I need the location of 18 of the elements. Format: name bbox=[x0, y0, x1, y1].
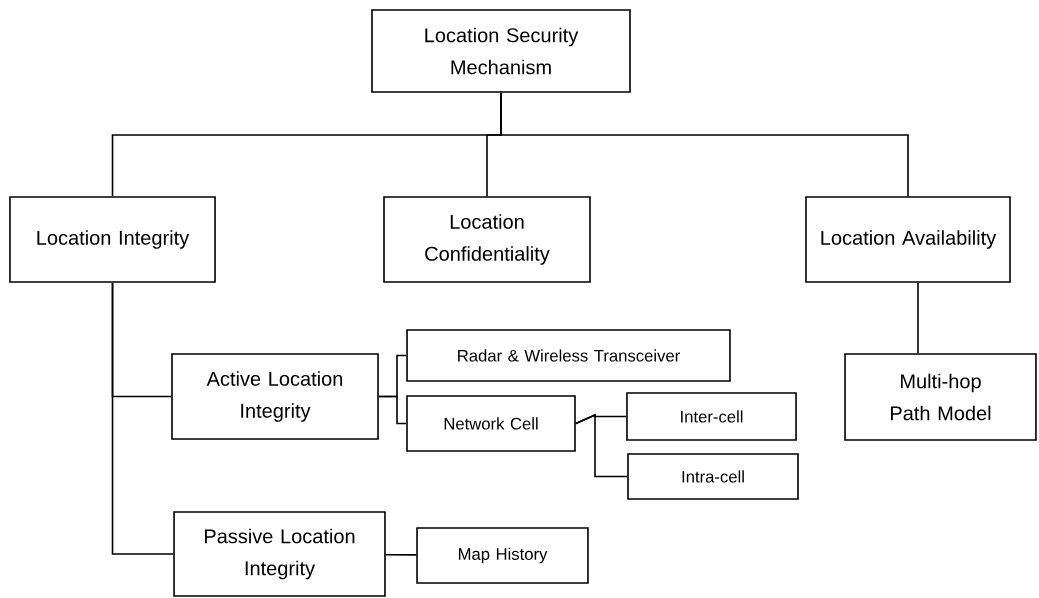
connector-line bbox=[384, 553, 418, 556]
text-box: Intra-cell bbox=[627, 453, 799, 500]
connector-line bbox=[500, 92, 909, 197]
text-box: Active Location Integrity bbox=[171, 353, 379, 440]
text-box: Inter-cell bbox=[626, 392, 797, 441]
text-box: Location Availability bbox=[805, 196, 1011, 283]
connector-line bbox=[917, 282, 919, 354]
text-box: Location Security Mechanism bbox=[371, 9, 631, 93]
text-box: Location Integrity bbox=[9, 196, 216, 283]
text-box: Map History bbox=[416, 527, 589, 584]
text-box: Radar & Wireless Transceiver bbox=[406, 329, 731, 382]
text-box: Passive Location Integrity bbox=[173, 511, 386, 597]
connector-line bbox=[378, 395, 407, 425]
text-box: Multi-hop Path Model bbox=[844, 353, 1037, 441]
text-box: Network Cell bbox=[406, 395, 576, 452]
connector-line bbox=[111, 282, 175, 555]
connector-line bbox=[575, 413, 628, 478]
text-box: Location Confidentiality bbox=[383, 196, 591, 283]
